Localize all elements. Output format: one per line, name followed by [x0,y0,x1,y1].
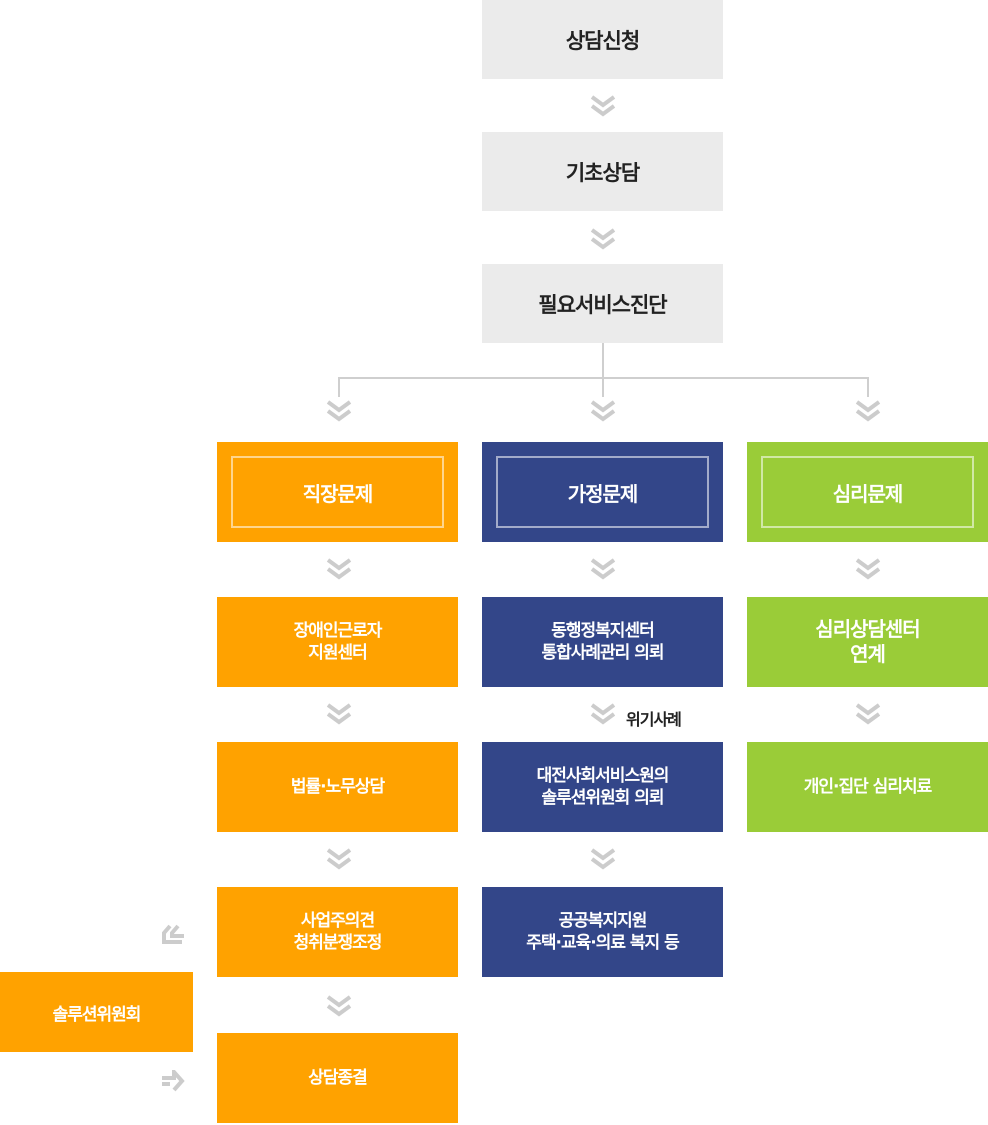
step-social-service-referral: 대전사회서비스원의 솔루션위원회 의뢰 [482,742,723,832]
step-text-line: 법률·노무상담 [290,777,385,797]
chevron-down-icon [590,400,616,422]
step-service-diagnosis-label: 필요서비스진단 [538,292,667,317]
chevron-down-icon [326,400,352,422]
solution-committee-label: 솔루션위원회 [52,1004,142,1025]
connector-line-vertical [602,343,604,378]
step-text-line: 솔루션위원회 의뢰 [541,788,664,808]
step-disabled-worker-center: 장애인근로자 지원센터 [217,597,458,687]
step-psych-center-link: 심리상담센터 연계 [747,597,988,687]
step-consult-closure: 상담종결 [217,1033,458,1123]
step-text-line: 주택·교육·의료 복지 등 [526,933,680,953]
category-psych-label: 심리문제 [832,481,904,506]
chevron-down-icon [590,848,616,870]
category-frame: 심리문제 [761,456,974,528]
chevron-down-icon [855,558,881,580]
step-basic-consult: 기초상담 [482,132,723,211]
step-text-line: 장애인근로자 [293,621,383,641]
connector-line-right [867,377,869,397]
crisis-case-label: 위기사례 [626,710,682,729]
arrow-right-icon [160,1066,186,1092]
step-service-diagnosis: 필요서비스진단 [482,264,723,343]
step-psych-therapy: 개인·집단 심리치료 [747,742,988,832]
step-basic-consult-label: 기초상담 [565,160,640,185]
connector-line-left [338,377,340,397]
arrow-down-left-icon [160,924,186,946]
category-family: 가정문제 [482,442,723,542]
step-text-line: 동행정복지센터 [551,621,654,641]
category-frame: 가정문제 [496,456,709,528]
chevron-down-icon [855,703,881,725]
chevron-down-icon [326,995,352,1017]
chevron-down-icon [855,400,881,422]
step-text-line: 개인·집단 심리치료 [803,777,932,797]
chevron-down-icon [326,703,352,725]
connector-line-center [602,377,604,397]
step-text-line: 통합사례관리 의뢰 [541,643,664,663]
step-text-line: 대전사회서비스원의 [536,766,670,786]
chevron-down-icon [590,228,616,250]
chevron-down-icon [326,558,352,580]
solution-committee-box: 솔루션위원회 [0,972,193,1052]
step-legal-labor-consult: 법률·노무상담 [217,742,458,832]
step-text-line: 공공복지지원 [558,911,648,931]
step-text-line: 청취분쟁조정 [293,933,383,953]
step-employer-mediation: 사업주의견 청취분쟁조정 [217,887,458,977]
step-text-line: 심리상담센터 [815,617,920,641]
category-workplace: 직장문제 [217,442,458,542]
step-consult-request-label: 상담신청 [565,28,640,53]
category-family-label: 가정문제 [567,481,639,506]
category-frame: 직장문제 [231,456,444,528]
category-workplace-label: 직장문제 [302,481,374,506]
category-psych: 심리문제 [747,442,988,542]
chevron-down-icon [590,703,616,725]
step-public-welfare-support: 공공복지지원 주택·교육·의료 복지 등 [482,887,723,977]
step-community-welfare-center: 동행정복지센터 통합사례관리 의뢰 [482,597,723,687]
step-text-line: 지원센터 [308,643,368,663]
chevron-down-icon [590,95,616,117]
chevron-down-icon [590,558,616,580]
step-consult-request: 상담신청 [482,0,723,79]
step-text-line: 연계 [850,642,886,666]
step-text-line: 사업주의견 [300,911,375,931]
chevron-down-icon [326,848,352,870]
step-text-line: 상담종결 [308,1068,368,1088]
